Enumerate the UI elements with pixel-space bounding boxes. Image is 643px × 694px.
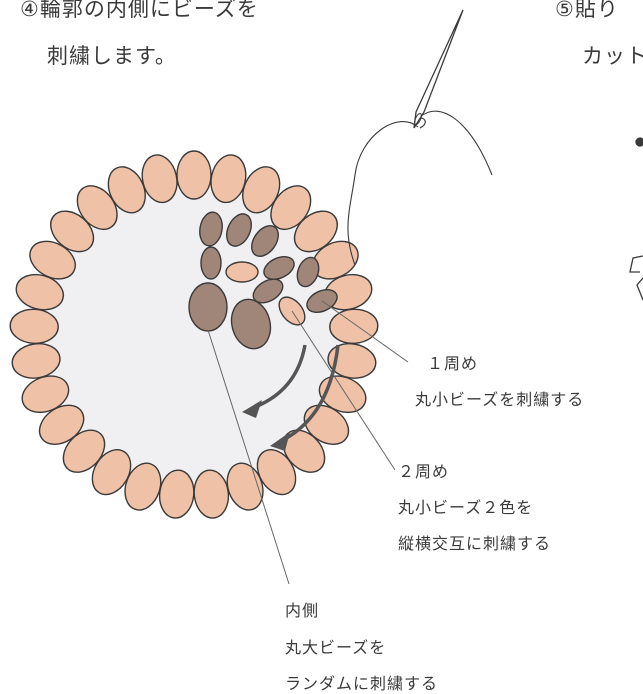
round1-desc: 丸小ビーズを刺繍する xyxy=(415,390,585,409)
outline-bead xyxy=(62,429,106,473)
step5-title-line2: カット xyxy=(582,44,643,68)
thread-tail xyxy=(419,110,493,176)
outline-bead xyxy=(158,469,195,519)
outline-bead xyxy=(107,166,146,214)
inner-desc2: ランダムに刺繍する xyxy=(285,674,439,693)
dark-bead xyxy=(251,225,279,257)
leader-lines xyxy=(207,300,409,585)
outline-bead xyxy=(303,404,350,445)
outline-bead xyxy=(11,342,61,379)
round2-desc2: 縦横交互に刺繍する xyxy=(398,534,552,553)
outline-bead xyxy=(21,375,70,414)
step5-title-line1: ⑤貼り xyxy=(555,0,619,21)
outline-bead xyxy=(91,449,132,496)
step4-title-line2: 刺繍します。 xyxy=(47,44,177,68)
outline-bead xyxy=(176,150,212,200)
step5-partial-illustration xyxy=(629,137,643,301)
outline-bead xyxy=(29,240,76,280)
round2-label: ２周め xyxy=(398,462,450,481)
thread-icon xyxy=(347,121,419,266)
inner-label: 内側 xyxy=(285,601,320,620)
outline-bead xyxy=(38,404,85,445)
dark-bead xyxy=(200,246,222,280)
outline-bead xyxy=(327,342,377,379)
outline-bead-ring xyxy=(9,150,379,519)
inner-desc1: 丸大ビーズを xyxy=(285,638,387,657)
outline-bead xyxy=(76,185,118,231)
arrow-head xyxy=(242,400,262,418)
dark-bead xyxy=(199,211,223,247)
dark-bead xyxy=(263,255,295,281)
dark-bead xyxy=(296,256,320,288)
outline-bead xyxy=(15,273,65,311)
outline-bead xyxy=(256,449,297,496)
outline-bead xyxy=(270,185,312,231)
dark-bead xyxy=(226,213,252,247)
light-bead xyxy=(225,261,259,283)
outline-bead xyxy=(293,210,338,253)
outline-bead xyxy=(9,308,59,345)
outline-bead xyxy=(242,166,281,214)
round1-label: １周め xyxy=(427,354,479,373)
round2-desc1: 丸小ビーズ２色を xyxy=(398,498,534,517)
outline-bead xyxy=(329,308,379,345)
large-bead xyxy=(230,298,272,350)
outline-bead xyxy=(124,462,162,511)
arrow-head xyxy=(270,432,290,451)
needle-icon xyxy=(413,9,464,129)
curved-arrow-icon xyxy=(254,344,340,442)
outline-bead xyxy=(210,154,247,204)
outline-bead xyxy=(193,469,230,519)
step4-title-line1: ④輪郭の内側にビーズを xyxy=(20,0,259,21)
outline-bead xyxy=(318,375,367,414)
large-bead xyxy=(188,282,228,332)
dark-bead xyxy=(252,278,284,304)
outline-bead xyxy=(141,154,178,204)
outline-bead xyxy=(50,210,95,253)
